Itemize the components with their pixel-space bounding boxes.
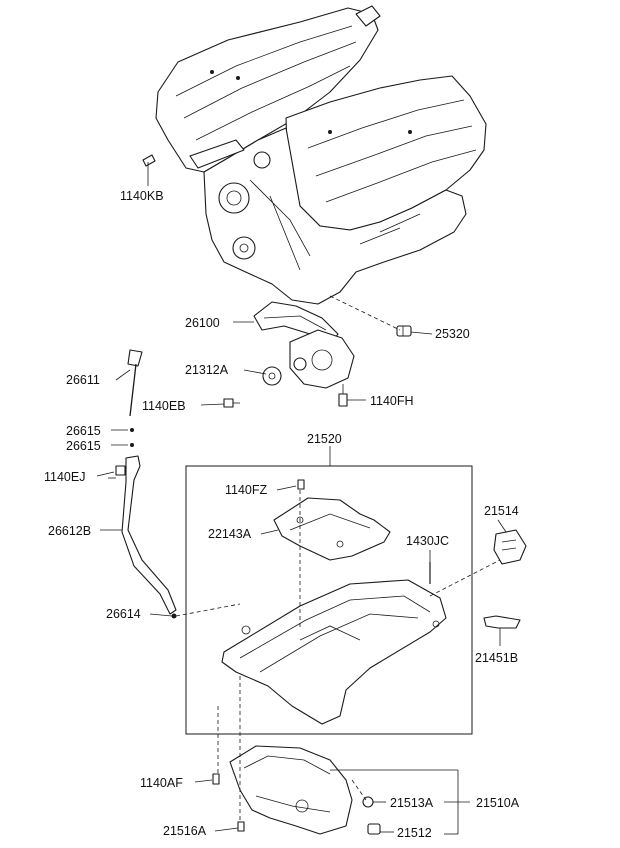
bolt-1140EB: [223, 398, 240, 408]
oil-pump-sprocket: [262, 366, 282, 386]
bolt-1140EJ: [108, 465, 126, 479]
label-1140EJ: 1140EJ: [44, 470, 85, 484]
leader-lines: [96, 321, 507, 835]
oil-temp-sensor-21514: [493, 529, 527, 565]
label-22143A: 22143A: [208, 527, 252, 541]
label-1140FZ: 1140FZ: [225, 483, 268, 497]
label-1140KB: 1140KB: [120, 189, 164, 203]
guide-tube-26612B: [121, 455, 177, 615]
label-21513A: 21513A: [390, 796, 434, 810]
bolt-1140FH: [338, 384, 348, 407]
lower-oil-pan-21510A: [229, 745, 353, 835]
part-labels: 1140KB 26100 25320 21312A 26611 1140EB 1…: [44, 189, 520, 840]
label-21514: 21514: [484, 504, 519, 518]
label-26611: 26611: [66, 373, 100, 387]
oil-pump-assembly: [289, 329, 355, 389]
assembly-lines: [175, 295, 501, 820]
label-21512: 21512: [397, 826, 432, 840]
label-21451B: 21451B: [475, 651, 518, 665]
label-1140AF: 1140AF: [140, 776, 183, 790]
o-ring-26615-b: [130, 443, 134, 447]
label-26612B: 26612B: [48, 524, 91, 538]
label-1430JC: 1430JC: [406, 534, 449, 548]
label-1140EB: 1140EB: [142, 399, 186, 413]
label-21312A: 21312A: [185, 363, 229, 377]
oil-level-gauge-26611: [127, 349, 143, 417]
baffle-plate-22143A: [273, 497, 391, 561]
label-26615-b: 26615: [66, 439, 101, 453]
label-26100: 26100: [185, 316, 220, 330]
label-26614: 26614: [106, 607, 141, 621]
drain-plug-21512: [367, 823, 381, 835]
label-21510A: 21510A: [476, 796, 520, 810]
bolt-21516A: [237, 821, 245, 832]
upper-oil-pan: [221, 579, 447, 725]
bolt-1140FZ: [297, 479, 305, 490]
upper-oil-pan-group-box: [185, 465, 473, 735]
label-1140FH: 1140FH: [370, 394, 414, 408]
bolt-1140KB: [142, 154, 156, 186]
label-21516A: 21516A: [163, 824, 207, 838]
o-ring-26615-a: [130, 428, 134, 432]
label-26615-a: 26615: [66, 424, 101, 438]
plug-25320: [396, 325, 412, 337]
bolt-1140AF: [212, 773, 220, 785]
o-ring-26614: [171, 613, 177, 619]
bracket-21451B: [483, 615, 521, 629]
label-21520: 21520: [307, 432, 342, 446]
engine-block: [155, 5, 487, 305]
label-25320: 25320: [435, 327, 470, 341]
